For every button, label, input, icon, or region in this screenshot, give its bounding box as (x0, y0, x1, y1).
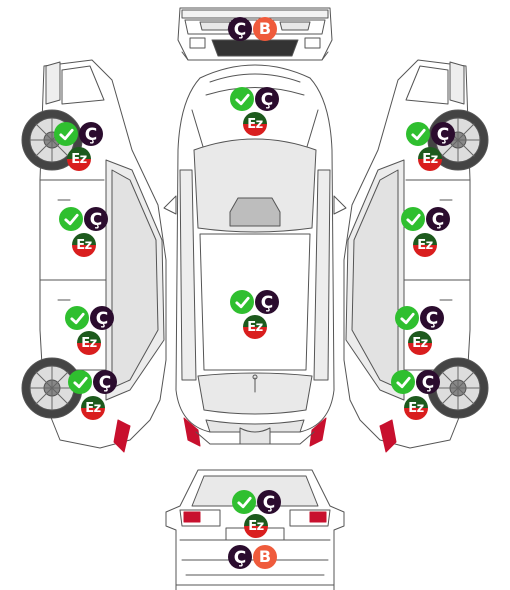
left-side-view (21, 59, 167, 453)
check-icon (395, 376, 411, 388)
right-front-fender-check-badge[interactable] (406, 122, 430, 146)
trunk-ez-badge[interactable]: Ez (244, 514, 268, 538)
hood-check-badge[interactable] (230, 87, 254, 111)
front-bumper-boya-badge[interactable]: B (253, 17, 277, 41)
roof-cedilla-badge[interactable]: Ç (255, 290, 279, 314)
hood-ez-badge[interactable]: Ez (243, 112, 267, 136)
check-icon (236, 496, 252, 508)
right-front-door-cedilla-badge[interactable]: Ç (426, 207, 450, 231)
left-rear-door-ez-badge[interactable]: Ez (77, 331, 101, 355)
left-rear-fender-cedilla-badge[interactable]: Ç (93, 370, 117, 394)
left-front-fender-check-badge[interactable] (54, 122, 78, 146)
left-rear-door-check-badge[interactable] (65, 306, 89, 330)
left-front-fender-cedilla-badge[interactable]: Ç (79, 122, 103, 146)
check-icon (63, 213, 79, 225)
left-rear-door-cedilla-badge[interactable]: Ç (90, 306, 114, 330)
right-rear-fender-check-badge[interactable] (391, 370, 415, 394)
left-front-fender-ez-badge[interactable]: Ez (67, 147, 91, 171)
right-rear-fender-cedilla-badge[interactable]: Ç (416, 370, 440, 394)
rear-bumper-cedilla-badge[interactable]: Ç (228, 545, 252, 569)
roof-ez-badge[interactable]: Ez (243, 315, 267, 339)
top-view (163, 64, 347, 447)
hood-cedilla-badge[interactable]: Ç (255, 87, 279, 111)
right-rear-fender-ez-badge[interactable]: Ez (404, 396, 428, 420)
left-rear-fender-ez-badge[interactable]: Ez (81, 396, 105, 420)
rear-bumper-boya-badge[interactable]: B (253, 545, 277, 569)
check-icon (399, 312, 415, 324)
check-icon (405, 213, 421, 225)
check-icon (58, 128, 74, 140)
front-bumper-cedilla-badge[interactable]: Ç (228, 17, 252, 41)
check-icon (410, 128, 426, 140)
right-front-fender-ez-badge[interactable]: Ez (418, 147, 442, 171)
trunk-check-badge[interactable] (232, 490, 256, 514)
left-front-door-cedilla-badge[interactable]: Ç (84, 207, 108, 231)
check-icon (234, 93, 250, 105)
roof-check-badge[interactable] (230, 290, 254, 314)
trunk-cedilla-badge[interactable]: Ç (257, 490, 281, 514)
left-rear-fender-check-badge[interactable] (68, 370, 92, 394)
left-front-door-ez-badge[interactable]: Ez (72, 233, 96, 257)
right-rear-door-ez-badge[interactable]: Ez (408, 331, 432, 355)
right-front-door-ez-badge[interactable]: Ez (413, 233, 437, 257)
check-icon (72, 376, 88, 388)
check-icon (69, 312, 85, 324)
right-front-fender-cedilla-badge[interactable]: Ç (431, 122, 455, 146)
right-rear-door-cedilla-badge[interactable]: Ç (420, 306, 444, 330)
right-rear-door-check-badge[interactable] (395, 306, 419, 330)
left-front-door-check-badge[interactable] (59, 207, 83, 231)
check-icon (234, 296, 250, 308)
right-front-door-check-badge[interactable] (401, 207, 425, 231)
